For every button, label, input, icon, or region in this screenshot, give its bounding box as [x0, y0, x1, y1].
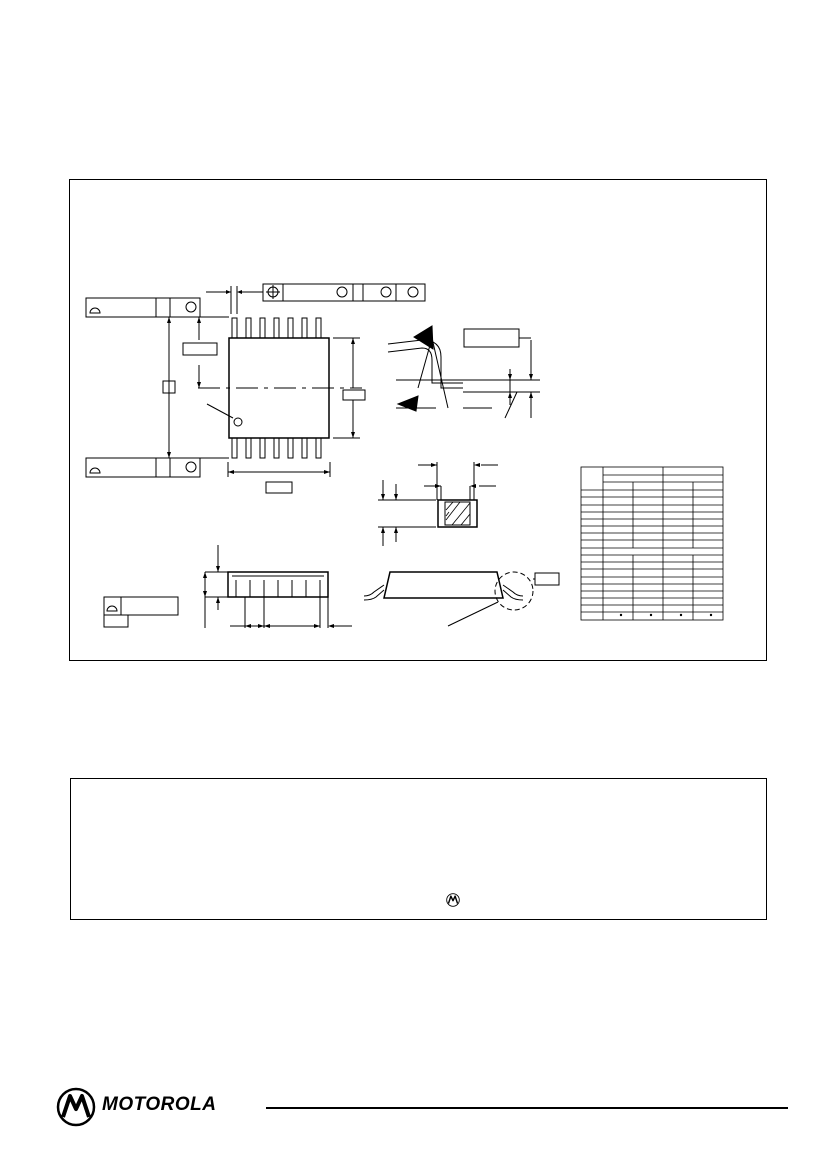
top-view-package [198, 317, 362, 459]
end-view-package [363, 571, 560, 627]
feature-control-frame-top-left [85, 297, 201, 318]
side-view-package [204, 545, 352, 628]
top-view-leads-bottom [231, 437, 322, 459]
feature-control-frame-seating [103, 596, 179, 628]
lead-cross-section [378, 462, 498, 546]
dimension-table [580, 466, 724, 621]
top-view-leads-top [231, 317, 322, 339]
feature-control-frame-left-bottom [85, 457, 201, 478]
footer-rule [266, 1107, 788, 1109]
disclaimer-box [70, 778, 767, 920]
package-outline-box [69, 179, 767, 661]
motorola-batwing-icon [56, 1087, 96, 1127]
feature-control-frame-top-right [262, 283, 426, 302]
motorola-small-logo-icon [446, 893, 460, 907]
brand-name: MOTOROLA [102, 1094, 217, 1115]
